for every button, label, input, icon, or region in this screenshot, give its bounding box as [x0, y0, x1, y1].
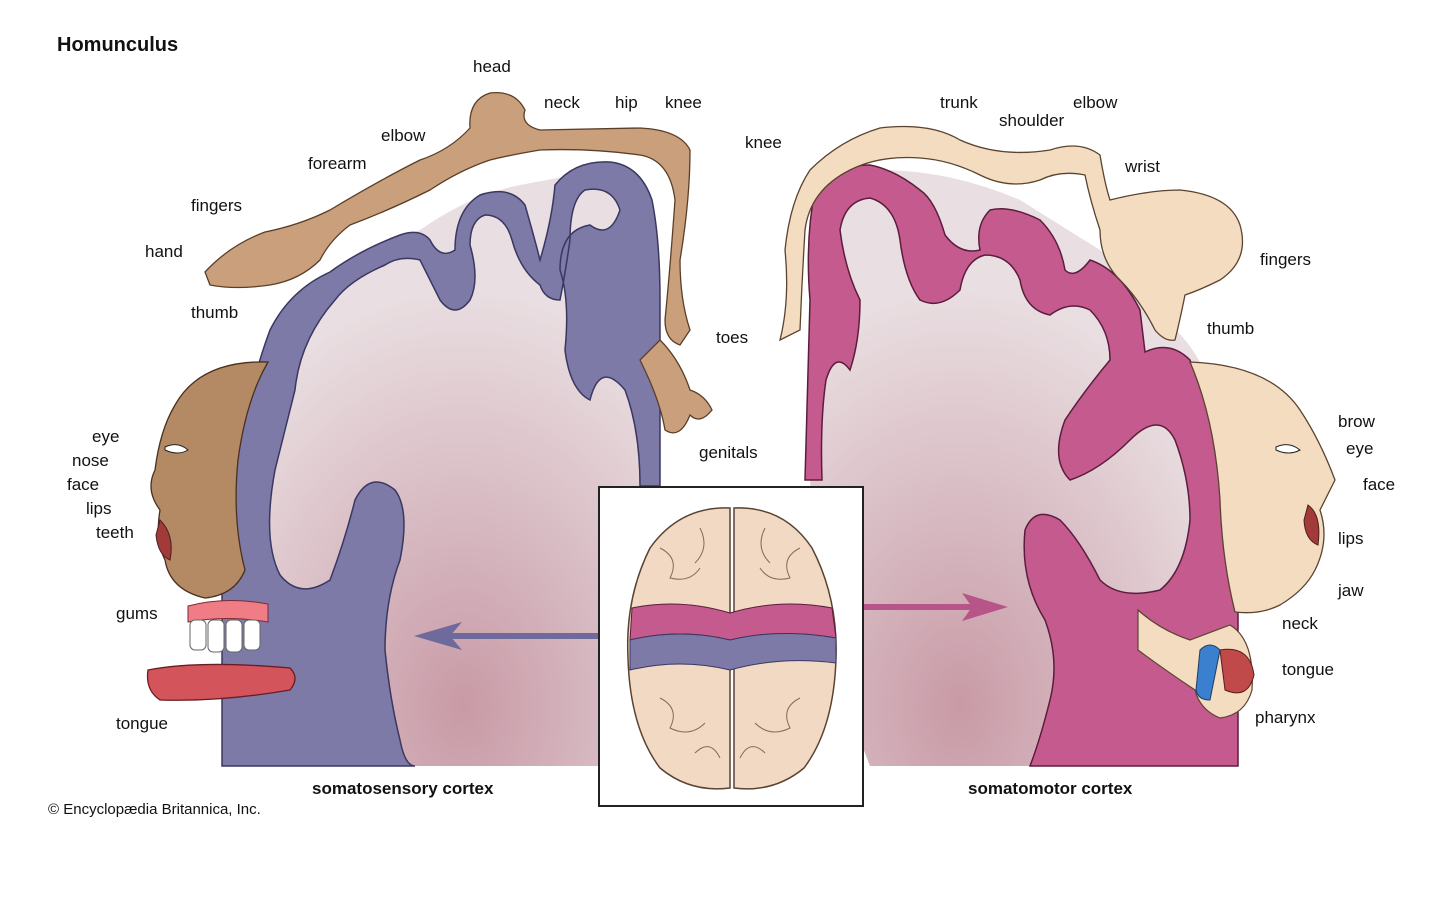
copyright-credit: © Encyclopædia Britannica, Inc. [48, 801, 261, 818]
figure-title: Homunculus [57, 34, 179, 56]
motor-tongue-organ [1219, 648, 1255, 694]
motor-label-face: face [1363, 475, 1396, 494]
motor-face [1188, 361, 1336, 614]
sensory-tongue [146, 663, 296, 701]
sensory-label-neck: neck [544, 93, 580, 112]
sensory-label-face: face [67, 475, 100, 494]
motor-grey-matter [804, 164, 1241, 767]
brain-gyri [659, 527, 801, 759]
sensory-label-fingers: fingers [191, 196, 243, 215]
motor-label-eye: eye [1346, 439, 1374, 458]
caption-somatomotor-cortex: somatomotor cortex [968, 779, 1133, 798]
motor-neck-throat [1137, 608, 1253, 719]
caption-somatosensory-cortex: somatosensory cortex [312, 779, 494, 798]
sensory-label-hip: hip [615, 93, 638, 112]
sensory-label-thumb: thumb [191, 303, 239, 322]
motor-label-pharynx: pharynx [1255, 708, 1316, 727]
motor-label-knee: knee [745, 133, 782, 152]
motor-label-brow: brow [1338, 412, 1375, 431]
sensory-mouth [155, 519, 172, 561]
motor-label-lips: lips [1338, 529, 1364, 548]
sensory-arrow [414, 622, 628, 650]
somatosensory-cortex-section [146, 91, 713, 767]
sensory-homunculus-body [204, 91, 691, 346]
sensory-label-hand: hand [145, 242, 183, 261]
sensory-label-eye: eye [92, 427, 120, 446]
sensory-label-toes: toes [716, 328, 749, 347]
motor-label-tongue: tongue [1282, 660, 1334, 679]
motor-pharynx [1195, 644, 1221, 701]
sensory-eye [164, 444, 189, 454]
sensory-gums [187, 599, 269, 653]
sensory-label-nose: nose [72, 451, 109, 470]
brain-top-view [626, 507, 837, 790]
brain-top-view-inset [598, 486, 864, 807]
sensory-label-lips: lips [86, 499, 112, 518]
motor-label-shoulder: shoulder [999, 111, 1065, 130]
motor-label-thumb: thumb [1207, 319, 1255, 338]
motor-homunculus-body [779, 125, 1244, 342]
sensory-face [150, 361, 270, 599]
sensory-grey-matter [221, 161, 661, 767]
sensory-label-elbow: elbow [381, 126, 426, 145]
motor-eye [1275, 444, 1301, 454]
motor-mouth [1303, 504, 1320, 546]
sensory-label-head: head [473, 57, 511, 76]
motor-label-neck: neck [1282, 614, 1318, 633]
somatomotor-cortex-section [779, 125, 1336, 767]
motor-label-trunk: trunk [940, 93, 978, 112]
motor-label-jaw: jaw [1338, 581, 1364, 600]
motor-label-wrist: wrist [1125, 157, 1160, 176]
sensory-label-tongue: tongue [116, 714, 168, 733]
motor-label-elbow: elbow [1073, 93, 1118, 112]
motor-label-fingers: fingers [1260, 250, 1312, 269]
sensory-label-knee: knee [665, 93, 702, 112]
sensory-homunculus-leg [639, 339, 713, 434]
brain-sensory-strip [629, 632, 837, 671]
sensory-label-teeth: teeth [96, 523, 134, 542]
sensory-label-gums: gums [116, 604, 158, 623]
sensory-label-forearm: forearm [308, 154, 367, 173]
sensory-label-genitals: genitals [699, 443, 758, 462]
